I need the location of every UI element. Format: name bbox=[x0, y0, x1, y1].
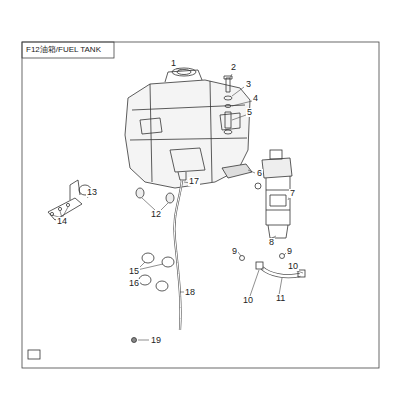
callout-number: 18 bbox=[184, 288, 196, 297]
callout-number: 10 bbox=[242, 296, 254, 305]
rubber-pad bbox=[222, 164, 252, 178]
vent-hose bbox=[174, 180, 182, 330]
callout-number: 9 bbox=[286, 247, 293, 256]
callout-number: 16 bbox=[128, 279, 140, 288]
leader-lines bbox=[52, 68, 303, 340]
fuel-pump bbox=[255, 150, 292, 238]
screw bbox=[132, 338, 137, 343]
fuel-sender bbox=[48, 180, 91, 220]
grommet bbox=[166, 193, 174, 203]
callout-number: 5 bbox=[246, 108, 253, 117]
title-box bbox=[22, 42, 114, 58]
callout-number: 8 bbox=[268, 238, 275, 247]
callout-number: 9 bbox=[231, 247, 238, 256]
icon bbox=[28, 350, 40, 359]
callout-number: 6 bbox=[256, 169, 263, 178]
callout-number: 19 bbox=[150, 336, 162, 345]
callout-number: 3 bbox=[245, 80, 252, 89]
callout-number: 7 bbox=[289, 189, 296, 198]
callout-number: 11 bbox=[275, 294, 286, 303]
callout-number: 10 bbox=[287, 262, 299, 271]
callout-number: 4 bbox=[252, 94, 259, 103]
callout-number: 12 bbox=[150, 210, 162, 219]
diagram-title: F12油箱/FUEL TANK bbox=[26, 46, 101, 54]
fuel-hose bbox=[240, 254, 306, 278]
callout-number: 15 bbox=[128, 267, 140, 276]
frame bbox=[22, 42, 379, 368]
callout-number: 13 bbox=[86, 188, 98, 197]
callout-number: 2 bbox=[230, 63, 237, 72]
callout-number: 14 bbox=[56, 217, 68, 226]
grommet bbox=[136, 188, 144, 198]
bolt-set bbox=[224, 76, 232, 134]
bushing-set bbox=[139, 253, 174, 291]
callout-number: 1 bbox=[170, 59, 177, 68]
callout-number: 17 bbox=[188, 177, 200, 186]
